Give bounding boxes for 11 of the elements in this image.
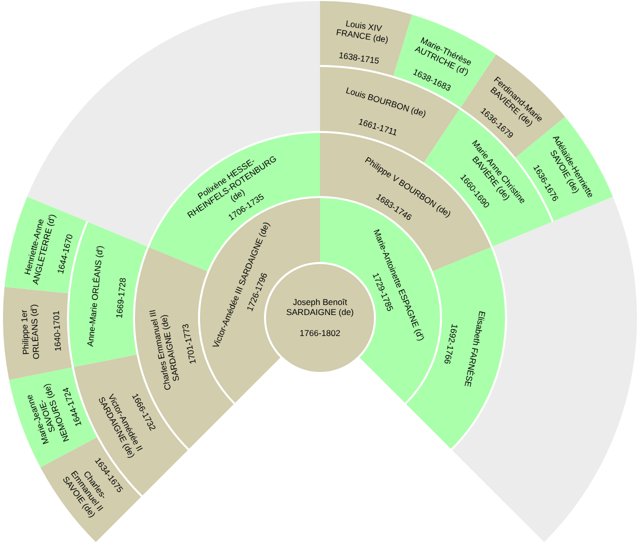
person-name: Philippe 1er ORLÉANS (d') (18, 303, 42, 362)
life-dates: 1640-1701 (51, 310, 64, 352)
life-dates: 1638-1715 (338, 50, 380, 66)
person-name: Elisabeth FARNÈSE (462, 310, 488, 388)
life-dates: 1701-1773 (180, 323, 198, 366)
person-name: Anne-Marie ORLÉANS (d') (85, 244, 106, 347)
life-dates: 1766-1802 (300, 328, 340, 338)
life-dates: 1669-1728 (114, 278, 128, 320)
life-dates: 1692-1766 (442, 323, 460, 366)
person-name: Joseph Benoît SARDAIGNE (de) (285, 296, 355, 318)
person-name: Louis XIV FRANCE (de) (334, 17, 390, 46)
